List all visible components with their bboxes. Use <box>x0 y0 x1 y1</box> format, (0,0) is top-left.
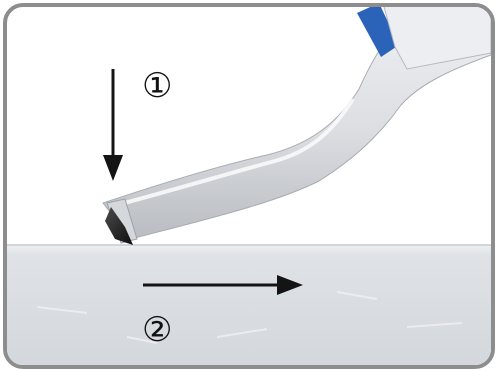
step-2-label: ② <box>142 313 172 347</box>
illustration-frame: ① ② <box>3 3 495 369</box>
step-1-label: ① <box>142 69 172 103</box>
illustration-scene <box>7 7 491 365</box>
handheld-tool <box>103 7 491 243</box>
arrow-down-icon <box>103 69 123 181</box>
work-surface <box>7 245 491 365</box>
